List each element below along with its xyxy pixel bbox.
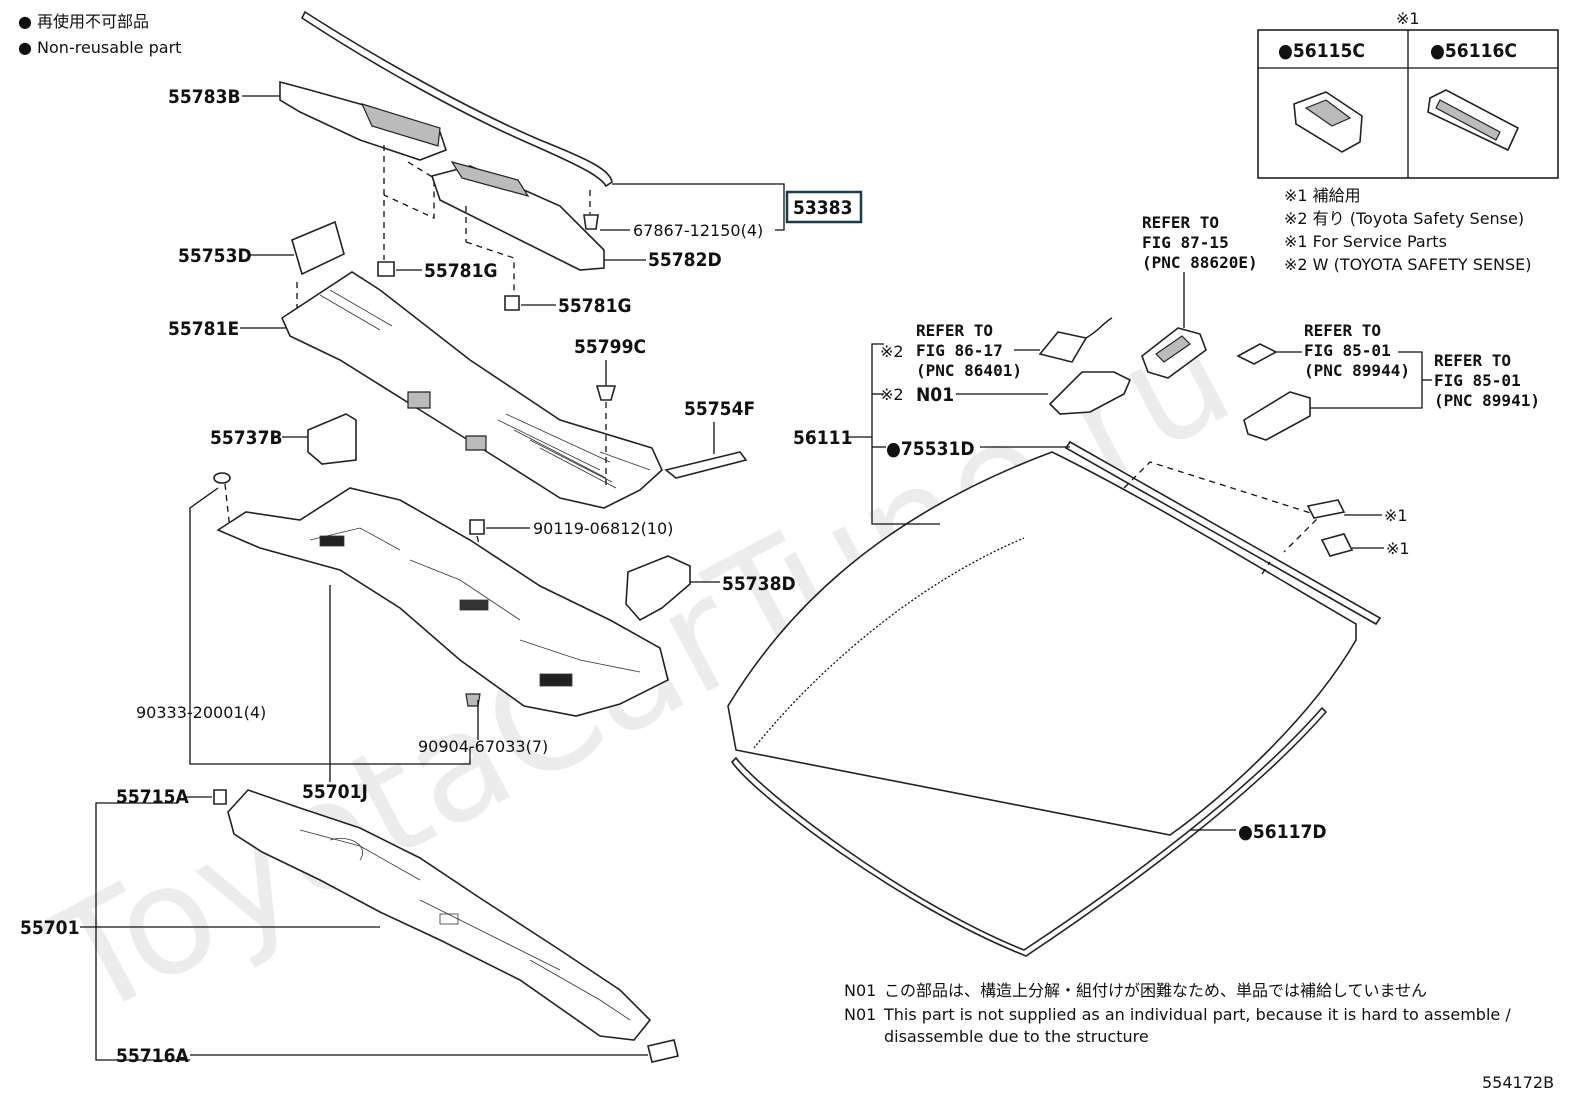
ref-89941-l1: REFER TO	[1434, 351, 1511, 370]
part-55753D-label: 55753D	[178, 245, 252, 267]
inset-left-part: ●56115C	[1278, 40, 1365, 62]
plug-90333[interactable]	[213, 472, 231, 484]
n01-jp-label: N01	[844, 981, 876, 1000]
clip-55781G-a[interactable]	[377, 261, 395, 277]
part-55701J-label: 55701J	[302, 781, 368, 803]
cover-55753D[interactable]	[291, 220, 345, 276]
ref-89944-l1: REFER TO	[1304, 321, 1381, 340]
louver-hatching	[319, 289, 651, 489]
clip-55716A[interactable]	[647, 1039, 679, 1063]
part-55781G-b-label: 55781G	[558, 295, 632, 317]
part-55715A-label: 55715A	[116, 786, 189, 808]
footnote-2-jp: ※2 有り (Toyota Safety Sense)	[1284, 209, 1524, 228]
leader-55701-bracket	[95, 802, 190, 1061]
x1-mark-b: ※1	[1386, 539, 1410, 558]
part-56117D-label: ●56117D	[1238, 821, 1327, 843]
part-53383-label: 53383	[793, 197, 852, 219]
ref-87-15-l1: REFER TO	[1142, 213, 1219, 232]
bracket-n01[interactable]	[1048, 371, 1132, 415]
part-55716A-label: 55716A	[116, 1045, 189, 1067]
n01-en-label: N01	[844, 1005, 876, 1024]
ref-86-17-l1: REFER TO	[916, 321, 993, 340]
part-90119-label: 90119-06812(10)	[533, 519, 673, 538]
part-55781E-label: 55781E	[168, 318, 239, 340]
seal-55754F[interactable]	[664, 451, 748, 479]
footnote-1-jp: ※1 補給用	[1284, 186, 1361, 205]
bracket-55737B[interactable]	[307, 413, 357, 465]
molding-75531D[interactable]	[1064, 440, 1382, 626]
n01-en-text-1: This part is not supplied as an individu…	[883, 1005, 1511, 1024]
part-55782D-label: 55782D	[648, 249, 722, 271]
seal-55738D[interactable]	[625, 555, 691, 622]
hood-seal-strip[interactable]	[300, 10, 613, 188]
legend-jp: ● 再使用不可部品	[18, 12, 149, 31]
pad-89944[interactable]	[1236, 343, 1278, 365]
footnote-2-en: ※2 W (TOYOTA SAFETY SENSE)	[1284, 255, 1531, 274]
part-55799C-label: 55799C	[574, 336, 646, 358]
cowl-louver-55781E[interactable]	[280, 271, 663, 509]
x2-mark-b: ※2	[880, 385, 904, 404]
ref-89941-l3: (PNC 89941)	[1434, 391, 1540, 410]
cowl-panel-55783B[interactable]	[279, 80, 448, 161]
part-90904-label: 90904-67033(7)	[418, 737, 548, 756]
ref-89941-l2: FIG 85-01	[1434, 371, 1521, 390]
part-55738D-label: 55738D	[722, 573, 796, 595]
glass-inner-line	[753, 537, 1025, 749]
clip-55799C[interactable]	[595, 385, 617, 401]
x1-mark-a: ※1	[1384, 506, 1408, 525]
clip-67867[interactable]	[583, 214, 599, 230]
part-75531D-label: ●75531D	[886, 438, 975, 460]
clip-55715A[interactable]	[213, 789, 227, 805]
leader-53383	[612, 183, 785, 231]
ref-87-15-l3: (PNC 88620E)	[1142, 253, 1258, 272]
ref-86-17-l3: (PNC 86401)	[916, 361, 1022, 380]
part-55754F-label: 55754F	[684, 398, 755, 420]
inset-mark: ※1	[1396, 9, 1420, 28]
n01-en-text-2: disassemble due to the structure	[884, 1027, 1149, 1046]
part-55783B-label: 55783B	[168, 86, 241, 108]
leader-56111	[871, 343, 940, 525]
sensor-89941[interactable]	[1243, 391, 1311, 441]
service-part-a[interactable]	[1306, 499, 1346, 519]
ref-89944-l3: (PNC 89944)	[1304, 361, 1410, 380]
inset-right-part: ●56116C	[1430, 40, 1517, 62]
figure-id: 554172B	[1482, 1073, 1554, 1092]
leader-90333	[189, 487, 471, 765]
bolt-90119[interactable]	[469, 519, 485, 535]
sensor-wire	[1085, 317, 1113, 339]
service-part-b[interactable]	[1320, 533, 1354, 557]
clip-55781G-b[interactable]	[504, 295, 520, 311]
part-55781G-a-label: 55781G	[424, 260, 498, 282]
x2-mark-a: ※2	[880, 342, 904, 361]
ref-86-17-l2: FIG 86-17	[916, 341, 1003, 360]
part-55737B-label: 55737B	[210, 427, 283, 449]
part-55701-label: 55701	[20, 917, 79, 939]
ref-87-15-l2: FIG 87-15	[1142, 233, 1229, 252]
ref-89944-l2: FIG 85-01	[1304, 341, 1391, 360]
part-53383-box[interactable]	[785, 190, 863, 224]
part-67867-label: 67867-12150(4)	[633, 221, 763, 240]
dash-panel-55701-detail	[299, 829, 631, 1021]
weatherstrip-56117D[interactable]	[730, 706, 1328, 957]
dash-panel-55701[interactable]	[227, 789, 652, 1041]
n01-label: N01	[916, 384, 954, 406]
part-56111-label: 56111	[793, 427, 852, 449]
footnote-1-en: ※1 For Service Parts	[1284, 232, 1447, 251]
legend-en: ● Non-reusable part	[18, 38, 181, 57]
dash-panel-detail	[309, 527, 641, 687]
n01-jp-text: この部品は、構造上分解・組付けが困難なため、単品では補給していません	[884, 981, 1427, 1000]
part-90333-label: 90333-20001(4)	[136, 703, 266, 722]
windshield-glass-56111[interactable]	[727, 451, 1357, 836]
